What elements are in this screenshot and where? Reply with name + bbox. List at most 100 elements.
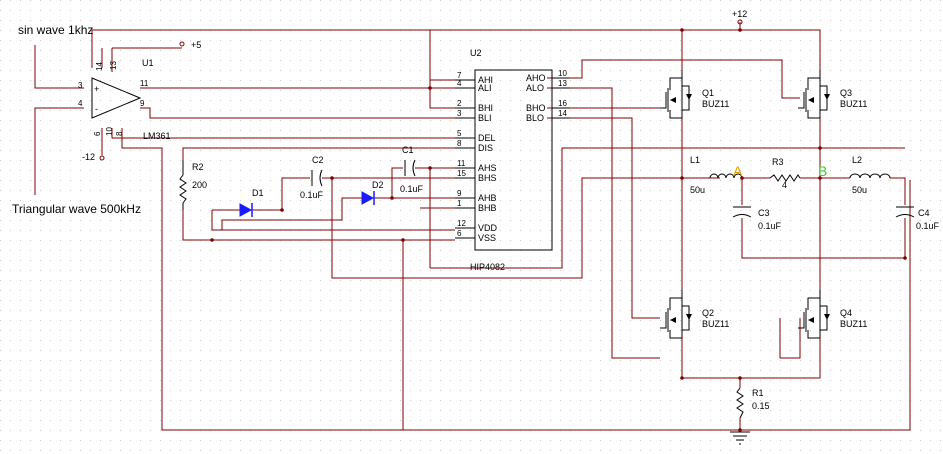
- r1-body: [736, 387, 744, 419]
- junction-dot: [280, 208, 284, 212]
- junction-dot: [330, 176, 334, 180]
- u2-pin-number: 10: [558, 69, 567, 78]
- mosfet-drain: [807, 70, 821, 90]
- sine-input-label: sin wave 1khz: [18, 23, 93, 37]
- mosfet-gate: [660, 312, 667, 329]
- c2-ref: C2: [312, 155, 324, 165]
- d2-diode: D2: [361, 180, 384, 205]
- mosfet-arrow: [670, 97, 676, 103]
- r2-value: 200: [192, 180, 207, 190]
- u2-pin-name: VDD: [478, 223, 498, 233]
- mosfet-gate: [798, 92, 805, 109]
- c3-plate-b: [732, 214, 752, 218]
- wire-pos12-rail: [92, 29, 821, 70]
- junction-dot: [818, 146, 822, 150]
- u2-pin-name: AHO: [526, 73, 546, 83]
- mosfet-ref: Q3: [840, 88, 852, 98]
- pos5-label: +5: [191, 40, 201, 50]
- node-a-label: A: [733, 163, 743, 179]
- u1-comparator: + - U1 LM361 3 4 14 13 11 9 6 10 8: [78, 58, 171, 141]
- l2-inductor: L2 50u: [849, 155, 891, 195]
- wire-aho-q3: [547, 59, 800, 99]
- l2-ref: L2: [852, 155, 862, 165]
- mosfet-source: [807, 110, 820, 119]
- wire-c1-left: [391, 167, 403, 198]
- u2-pin-name: BHB: [478, 203, 497, 213]
- u1-ref: U1: [142, 58, 154, 68]
- wire-tri-in: [34, 107, 84, 195]
- c3-value: 0.1uF: [758, 221, 782, 231]
- mosfet-part: BUZ11: [702, 319, 729, 329]
- neg12-terminal: [99, 155, 105, 161]
- junction-dot: [428, 166, 432, 170]
- u2-pin-number: 5: [457, 129, 462, 138]
- c3-ref: C3: [758, 208, 770, 218]
- wire-vdd: [211, 210, 455, 231]
- u2-pin-number: 2: [457, 99, 462, 108]
- neg12-label: -12: [82, 152, 95, 162]
- u2-pin-number: 4: [457, 79, 462, 88]
- l1-ref: L1: [690, 155, 700, 165]
- u1-pin6: 6: [93, 131, 102, 136]
- triangle-input-label: Triangular wave 500kHz: [12, 202, 141, 216]
- r3-body: [769, 174, 801, 182]
- d2-body: [361, 191, 375, 205]
- u2-pin-number: 1: [457, 199, 462, 208]
- junction-dot: [210, 238, 214, 242]
- wire-alo-q2: [547, 87, 660, 359]
- junction-dot: [738, 428, 742, 432]
- u1-pin4: 4: [78, 99, 83, 108]
- wire-q4-gate: [780, 318, 801, 359]
- r2-resistor: R2 200: [179, 160, 207, 210]
- u1-part: LM361: [143, 131, 171, 141]
- wire-d1-c2: [252, 177, 310, 211]
- junction-dot: [401, 238, 405, 242]
- c3-capacitor: C3 0.1uF: [732, 206, 782, 231]
- mosfet-diode-lead: [820, 305, 828, 331]
- c4-plate-b: [895, 214, 915, 218]
- wire-r2-vss: [182, 210, 455, 241]
- u2-pin-number: 8: [457, 139, 462, 148]
- u2-pin-name: BHS: [478, 173, 497, 183]
- pos5-terminal: [179, 41, 185, 47]
- ground-icon: [730, 431, 750, 445]
- c2-plate-b: [319, 169, 323, 187]
- mosfet-arrow: [670, 317, 676, 323]
- u1-plus: +: [94, 84, 99, 94]
- u2-part: HIP4082: [470, 262, 505, 272]
- l2-value: 50u: [852, 185, 867, 195]
- mosfet-drain: [669, 290, 683, 310]
- u1-pin13: 13: [109, 61, 118, 70]
- l1-coil: [709, 173, 743, 179]
- mosfet-part: BUZ11: [840, 99, 867, 109]
- wire-bhi: [429, 30, 455, 109]
- mosfet-part: BUZ11: [702, 99, 729, 109]
- mosfet-diode-lead: [682, 305, 690, 331]
- u2-pin-number: 16: [558, 99, 567, 108]
- r2-body: [179, 174, 187, 210]
- u2-pin-number: 15: [457, 169, 466, 178]
- wire-d2-anode: [221, 197, 362, 230]
- u2-pin-number: 3: [457, 109, 462, 118]
- junction-dot: [680, 376, 684, 380]
- d1-ref: D1: [252, 188, 264, 198]
- supply-markers: +5 -12 +12: [82, 9, 747, 162]
- r1-ref: R1: [752, 388, 764, 398]
- u2-pin-name: DIS: [478, 143, 493, 153]
- u2-pin-number: 14: [558, 109, 567, 118]
- c1-value: 0.1uF: [400, 184, 424, 194]
- u1-pin3: 3: [78, 81, 83, 90]
- mosfet-diode-lead: [820, 85, 828, 111]
- u2-pin-name: ALO: [526, 83, 544, 93]
- u1-pin8: 8: [115, 131, 124, 136]
- l1-inductor: L1 50u: [690, 155, 743, 195]
- mosfet-gate: [660, 92, 667, 109]
- u1-body: [91, 77, 142, 119]
